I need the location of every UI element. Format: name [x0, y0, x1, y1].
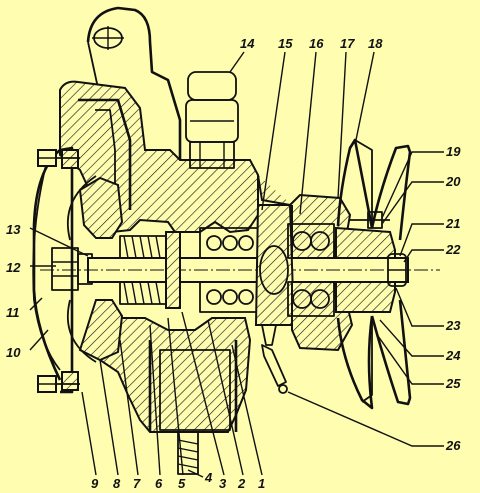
callout-8: 8	[113, 476, 121, 491]
top-fitting	[185, 71, 239, 169]
pump-shaft	[40, 257, 440, 283]
callout-4: 4	[204, 470, 213, 485]
callout-14: 14	[240, 36, 255, 51]
callout-17: 17	[340, 36, 355, 51]
callout-labels: 1 2 3 4 5 6 7 8 9 10 11 12 13 14 15 16 1…	[6, 36, 461, 491]
callout-16: 16	[309, 36, 324, 51]
callout-3: 3	[219, 476, 227, 491]
callout-9: 9	[91, 476, 99, 491]
pump-housing	[59, 80, 259, 433]
callout-12: 12	[6, 260, 21, 275]
callout-15: 15	[278, 36, 293, 51]
callout-22: 22	[445, 242, 461, 257]
callout-5: 5	[178, 476, 186, 491]
seal-spring	[119, 231, 181, 309]
shaft-end-nut	[387, 253, 407, 287]
callout-11: 11	[6, 305, 20, 320]
callout-7: 7	[133, 476, 141, 491]
grease-fitting	[261, 344, 288, 394]
pump-drawing	[32, 6, 440, 475]
pulley-hub	[335, 226, 396, 313]
leader-lines	[29, 51, 444, 478]
callout-23: 23	[445, 318, 461, 333]
drain-plug	[177, 431, 199, 475]
callout-2: 2	[237, 476, 246, 491]
cover-bolt-top	[37, 149, 80, 167]
callout-21: 21	[445, 216, 460, 231]
outer-bearing	[287, 223, 335, 317]
callout-20: 20	[445, 174, 461, 189]
callout-26: 26	[445, 438, 461, 453]
callout-10: 10	[6, 345, 21, 360]
callout-19: 19	[446, 144, 461, 159]
callout-18: 18	[368, 36, 383, 51]
callout-24: 24	[445, 348, 461, 363]
callout-25: 25	[445, 376, 461, 391]
pulley	[336, 138, 412, 410]
impeller	[66, 175, 124, 363]
pulley-bolt	[350, 211, 390, 229]
callout-6: 6	[155, 476, 163, 491]
callout-1: 1	[258, 476, 265, 491]
callout-13: 13	[6, 222, 21, 237]
cover-bolt-bottom	[37, 375, 80, 393]
